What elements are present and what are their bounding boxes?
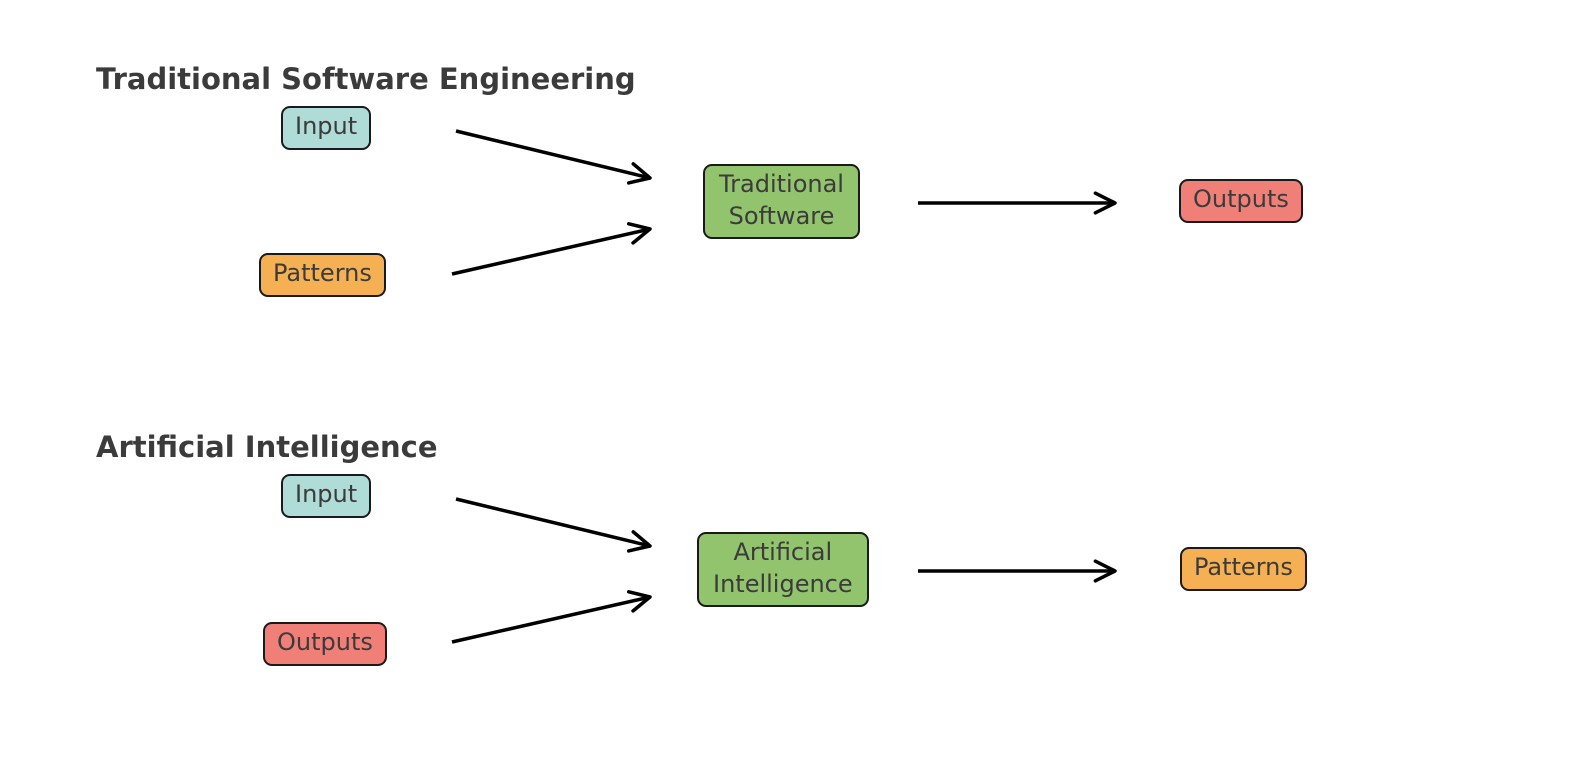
arrow-outputs-to-artificial-intelligence — [451, 590, 652, 644]
arrow-patterns-to-traditional-software — [451, 222, 652, 276]
node-patterns: Patterns — [1180, 547, 1307, 591]
node-outputs: Outputs — [263, 622, 387, 666]
node-traditional-software: Traditional Software — [703, 164, 860, 240]
arrow-input-to-artificial-intelligence — [455, 497, 652, 553]
node-input: Input — [281, 106, 372, 150]
node-outputs: Outputs — [1179, 179, 1303, 223]
node-patterns: Patterns — [259, 253, 386, 297]
arrow-input-to-traditional-software — [455, 129, 652, 185]
section-title-traditional-software-engineering: Traditional Software Engineering — [96, 62, 636, 96]
node-artificial-intelligence: Artificial Intelligence — [697, 532, 869, 608]
section-title-artificial-intelligence: Artificial Intelligence — [96, 430, 438, 464]
node-input: Input — [281, 474, 372, 518]
